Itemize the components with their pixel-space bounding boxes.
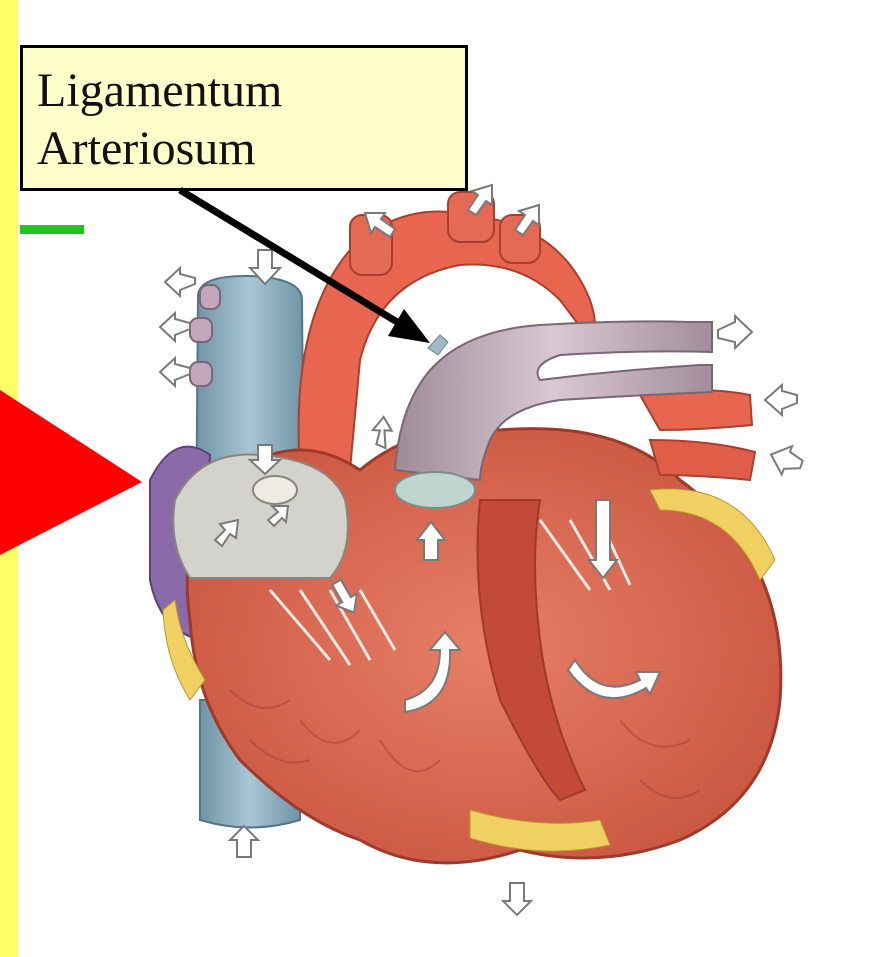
green-marker xyxy=(20,225,84,234)
